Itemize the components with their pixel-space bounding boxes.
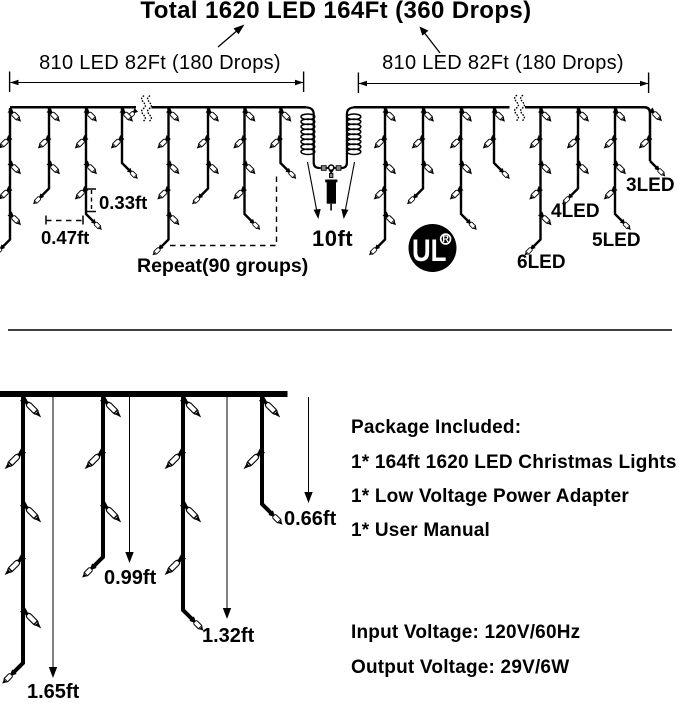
svg-text:R: R bbox=[442, 234, 449, 244]
